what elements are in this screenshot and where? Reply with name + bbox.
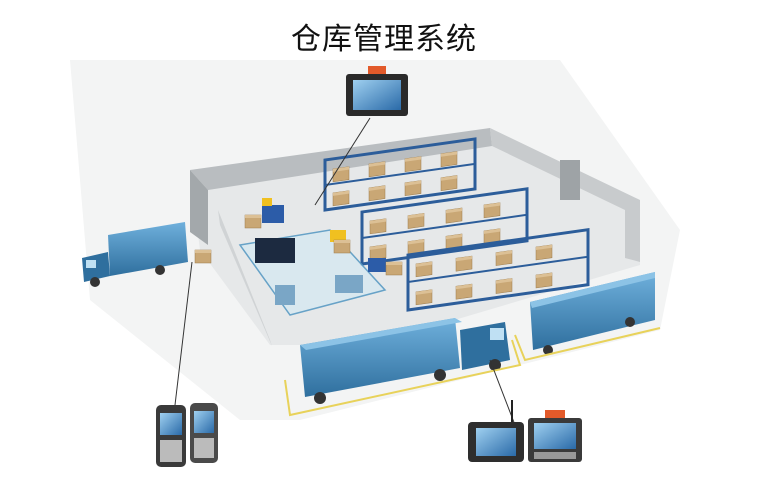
connector-lines xyxy=(174,117,516,426)
truck-icon xyxy=(284,318,522,417)
handheld-terminal-icon xyxy=(156,403,218,467)
storage-racks xyxy=(323,137,590,312)
vehicle-mount-terminal-icon xyxy=(346,66,408,116)
forklift-icon xyxy=(262,198,386,272)
rugged-tablet-icon xyxy=(468,400,524,462)
vehicle-mount-terminal-icon xyxy=(528,410,582,462)
truck-icon xyxy=(514,272,661,362)
page-title: 仓库管理系统 xyxy=(291,22,477,57)
warehouse-wall-left xyxy=(190,170,208,245)
warehouse-wall-right xyxy=(490,128,640,262)
truck-icon xyxy=(82,222,188,287)
